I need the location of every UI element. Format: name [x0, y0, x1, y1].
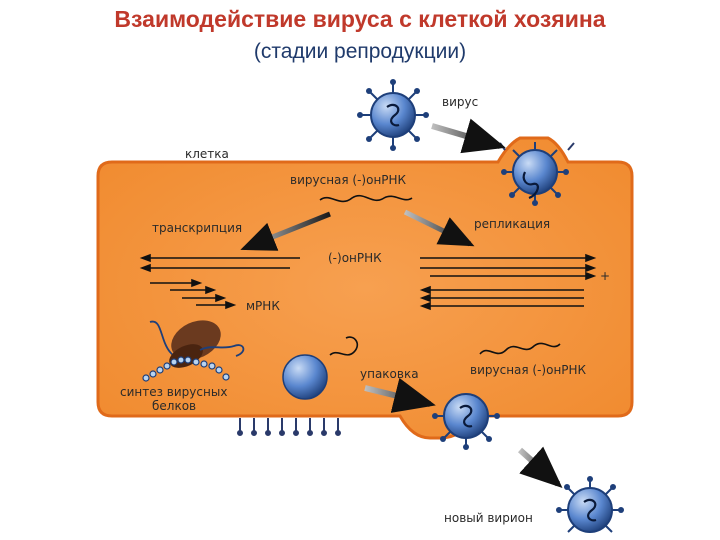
capsid-icon — [282, 354, 328, 400]
label-packaging: упаковка — [360, 367, 419, 381]
label-protein-synthesis-1: синтез вирусных — [120, 385, 227, 399]
virus-entering-icon — [501, 142, 569, 206]
label-protein-synthesis-2: белков — [152, 399, 196, 413]
label-mrna: мРНК — [246, 299, 280, 313]
label-plus: + — [600, 269, 610, 283]
virus-icon — [357, 79, 429, 151]
viral-rna-strand-packaging — [329, 336, 359, 356]
viral-rna-strand-bottom — [479, 342, 561, 355]
label-new-virion: новый вирион — [444, 511, 533, 525]
arrow-packaging — [364, 377, 436, 413]
arrow-virus-entry — [431, 118, 506, 154]
protein-chain — [142, 356, 230, 382]
label-replication: репликация — [474, 217, 550, 231]
cell-membrane — [96, 136, 634, 440]
page-subtitle: (стадии репродукции) — [253, 40, 467, 63]
label-viral-rna-bottom: вирусная (-)онРНК — [470, 363, 587, 377]
label-virus: вирус — [442, 95, 478, 109]
replication-strands — [419, 253, 597, 311]
page-title: Взаимодействие вируса с клеткой хозяина — [114, 6, 606, 32]
arrow-replication — [403, 209, 475, 247]
mrna-strands — [139, 253, 300, 310]
label-cell: клетка — [185, 147, 229, 161]
label-viral-rna-top: вирусная (-)онРНК — [290, 173, 407, 187]
label-transcription: транскрипция — [152, 221, 242, 235]
budding-virion-icon — [432, 393, 500, 450]
label-minus-rna: (-)онРНК — [328, 251, 382, 265]
new-virion-icon — [556, 476, 624, 533]
cell-receptors — [237, 418, 341, 436]
arrow-transcription — [240, 211, 331, 251]
arrow-release — [517, 446, 563, 489]
viral-rna-strand-top — [319, 194, 413, 203]
